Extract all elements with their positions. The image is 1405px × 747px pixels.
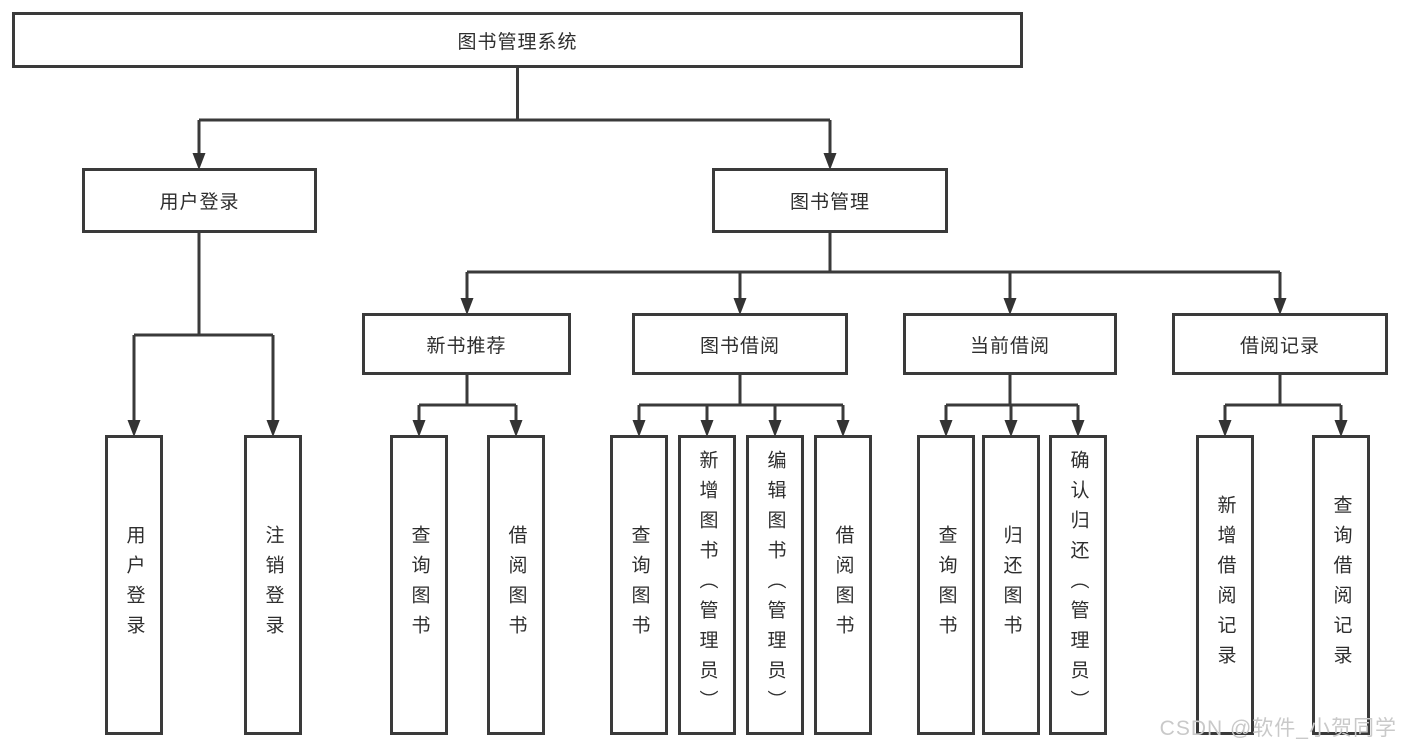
node-label: 用户登录 [159, 192, 240, 213]
leaf-query-books: 查询图书 [917, 435, 975, 735]
leaf-confirm-return-admin: 确认归还（管理员） [1049, 435, 1107, 735]
node-book-management: 图书管理 [712, 168, 948, 233]
leaf-borrow-books: 借阅图书 [487, 435, 545, 735]
node-label: 图书借阅 [699, 335, 780, 357]
node-book-borrowing: 图书借阅 [632, 313, 848, 375]
node-user-login: 用户登录 [82, 168, 317, 233]
node-label: 查询图书 [628, 525, 650, 645]
leaf-logout: 注销登录 [244, 435, 302, 735]
node-label: 当前借阅 [969, 335, 1050, 357]
node-label: 查询图书 [935, 525, 957, 645]
node-label: 查询图书 [408, 525, 430, 645]
node-label: 用户登录 [123, 525, 145, 645]
node-label: 查询借阅记录 [1330, 495, 1352, 675]
node-current-borrowing: 当前借阅 [903, 313, 1117, 375]
leaf-return-books: 归还图书 [982, 435, 1040, 735]
leaf-user-login: 用户登录 [105, 435, 163, 735]
leaf-query-books: 查询图书 [610, 435, 668, 735]
node-label: 图书管理 [789, 192, 870, 213]
node-new-book-recommend: 新书推荐 [362, 313, 571, 375]
node-label: 借阅记录 [1239, 335, 1320, 357]
node-label: 新增借阅记录 [1214, 495, 1236, 675]
node-borrowing-records: 借阅记录 [1172, 313, 1388, 375]
leaf-borrow-books: 借阅图书 [814, 435, 872, 735]
node-label: 借阅图书 [505, 525, 527, 645]
node-label: 确认归还（管理员） [1067, 450, 1089, 720]
leaf-query-books: 查询图书 [390, 435, 448, 735]
csdn-watermark: CSDN @软件_小贺同学 [1159, 717, 1397, 740]
leaf-add-borrow-record: 新增借阅记录 [1196, 435, 1254, 735]
node-label: 新书推荐 [426, 335, 507, 357]
node-label: 图书管理系统 [457, 31, 578, 53]
leaf-query-borrow-record: 查询借阅记录 [1312, 435, 1370, 735]
node-label: 注销登录 [262, 525, 284, 645]
leaf-add-books-admin: 新增图书（管理员） [678, 435, 736, 735]
leaf-edit-books-admin: 编辑图书（管理员） [746, 435, 804, 735]
node-library-management-system: 图书管理系统 [12, 12, 1023, 68]
node-label: 编辑图书（管理员） [764, 450, 786, 720]
node-label: 新增图书（管理员） [696, 450, 718, 720]
node-label: 归还图书 [1000, 525, 1022, 645]
node-label: 借阅图书 [832, 525, 854, 645]
arrowheads [127, 153, 1348, 437]
